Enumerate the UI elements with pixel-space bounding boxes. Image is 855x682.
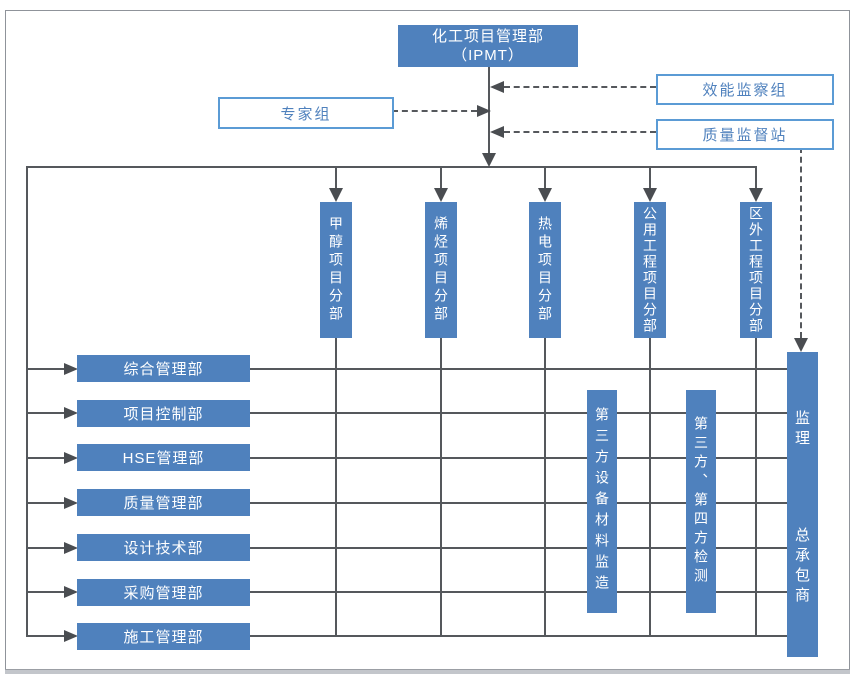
division-drop-line bbox=[335, 168, 337, 190]
division-box-olefin: 烯烃项目分部 bbox=[425, 202, 457, 338]
header-rail-line bbox=[27, 166, 757, 168]
division-tail-line bbox=[755, 338, 757, 637]
division-label: 烯烃项目分部 bbox=[433, 216, 449, 324]
quality-dashed-line bbox=[504, 131, 656, 133]
dept-connector-line bbox=[250, 502, 787, 504]
third-party-supervision-box: 第三方设备材料监造 bbox=[587, 390, 617, 613]
dept-branch-line bbox=[27, 412, 64, 414]
dept-arrowhead bbox=[64, 363, 78, 375]
dept-label: 施工管理部 bbox=[123, 629, 204, 646]
dept-arrowhead bbox=[64, 452, 78, 464]
dept-branch-line bbox=[27, 635, 64, 637]
division-label: 热电项目分部 bbox=[537, 216, 553, 324]
ipmt-stem-arrowhead bbox=[482, 153, 496, 167]
ipmt-box: 化工项目管理部 （IPMT） bbox=[398, 25, 578, 67]
dept-label: 质量管理部 bbox=[123, 495, 204, 512]
dept-connector-line bbox=[250, 368, 787, 370]
dept-label: HSE管理部 bbox=[122, 450, 205, 467]
efficiency-supervision-box: 效能监察组 bbox=[656, 74, 834, 105]
general-contractor-label: 总承包商 bbox=[793, 527, 810, 607]
quality-supervision-label: 质量监督站 bbox=[702, 127, 788, 144]
expert-group-dashed-line bbox=[392, 110, 477, 112]
dept-arrowhead bbox=[64, 586, 78, 598]
dept-label: 设计技术部 bbox=[123, 540, 204, 557]
dept-label: 项目控制部 bbox=[123, 406, 204, 423]
dept-box-construction: 施工管理部 bbox=[77, 623, 250, 650]
division-tail-line bbox=[440, 338, 442, 637]
dept-arrowhead bbox=[64, 630, 78, 642]
division-box-thermal: 热电项目分部 bbox=[529, 202, 561, 338]
dept-box-design-tech: 设计技术部 bbox=[77, 534, 250, 561]
quality-arrowhead bbox=[490, 126, 504, 138]
dept-box-procurement: 采购管理部 bbox=[77, 579, 250, 606]
dept-connector-line bbox=[250, 457, 787, 459]
efficiency-arrowhead bbox=[490, 81, 504, 93]
expert-group-box: 专家组 bbox=[218, 97, 394, 129]
dept-branch-line bbox=[27, 368, 64, 370]
efficiency-dashed-line bbox=[504, 86, 656, 88]
third-party-supervision-label: 第三方设备材料监造 bbox=[594, 407, 610, 596]
division-box-utilities: 公用工程项目分部 bbox=[634, 202, 666, 338]
dept-box-general-admin: 综合管理部 bbox=[77, 355, 250, 382]
dept-branch-line bbox=[27, 502, 64, 504]
dept-box-hse: HSE管理部 bbox=[77, 444, 250, 471]
expert-group-arrowhead bbox=[477, 105, 491, 117]
quality-supervision-box: 质量监督站 bbox=[656, 119, 834, 150]
dept-connector-line bbox=[250, 635, 787, 637]
dept-branch-line bbox=[27, 457, 64, 459]
dept-branch-line bbox=[27, 547, 64, 549]
division-arrowhead bbox=[643, 188, 657, 202]
quality-to-contractor-arrowhead bbox=[794, 338, 808, 352]
third-fourth-party-inspection-label: 第三方、第四方检测 bbox=[693, 416, 709, 587]
division-tail-line bbox=[649, 338, 651, 637]
division-drop-line bbox=[649, 168, 651, 190]
dept-connector-line bbox=[250, 547, 787, 549]
division-arrowhead bbox=[538, 188, 552, 202]
dept-arrowhead bbox=[64, 542, 78, 554]
contractor-box: 监理 总承包商 bbox=[787, 352, 818, 657]
division-drop-line bbox=[440, 168, 442, 190]
division-label: 区外工程项目分部 bbox=[748, 206, 764, 334]
division-arrowhead bbox=[749, 188, 763, 202]
ipmt-subtitle: （IPMT） bbox=[452, 47, 524, 64]
dept-label: 综合管理部 bbox=[123, 361, 204, 378]
division-tail-line bbox=[544, 338, 546, 637]
division-tail-line bbox=[335, 338, 337, 637]
quality-to-contractor-dashed-line bbox=[800, 147, 802, 338]
efficiency-supervision-label: 效能监察组 bbox=[702, 82, 788, 99]
dept-box-quality: 质量管理部 bbox=[77, 489, 250, 516]
division-drop-line bbox=[755, 168, 757, 190]
dept-label: 采购管理部 bbox=[123, 585, 204, 602]
dept-box-project-control: 项目控制部 bbox=[77, 400, 250, 427]
ipmt-title: 化工项目管理部 bbox=[431, 28, 544, 45]
division-arrowhead bbox=[329, 188, 343, 202]
left-spine-line bbox=[26, 166, 28, 637]
diagram-border-bottom bbox=[5, 669, 850, 674]
dept-arrowhead bbox=[64, 407, 78, 419]
division-box-methanol: 甲醇项目分部 bbox=[320, 202, 352, 338]
diagram-border bbox=[5, 10, 850, 670]
dept-connector-line bbox=[250, 591, 787, 593]
division-label: 甲醇项目分部 bbox=[328, 216, 344, 324]
dept-connector-line bbox=[250, 412, 787, 414]
dept-arrowhead bbox=[64, 497, 78, 509]
third-fourth-party-inspection-box: 第三方、第四方检测 bbox=[686, 390, 716, 613]
division-box-outside: 区外工程项目分部 bbox=[740, 202, 772, 338]
division-arrowhead bbox=[434, 188, 448, 202]
expert-group-label: 专家组 bbox=[280, 105, 332, 123]
division-label: 公用工程项目分部 bbox=[642, 206, 658, 334]
dept-branch-line bbox=[27, 591, 64, 593]
supervisor-label: 监理 bbox=[793, 410, 810, 450]
division-drop-line bbox=[544, 168, 546, 190]
